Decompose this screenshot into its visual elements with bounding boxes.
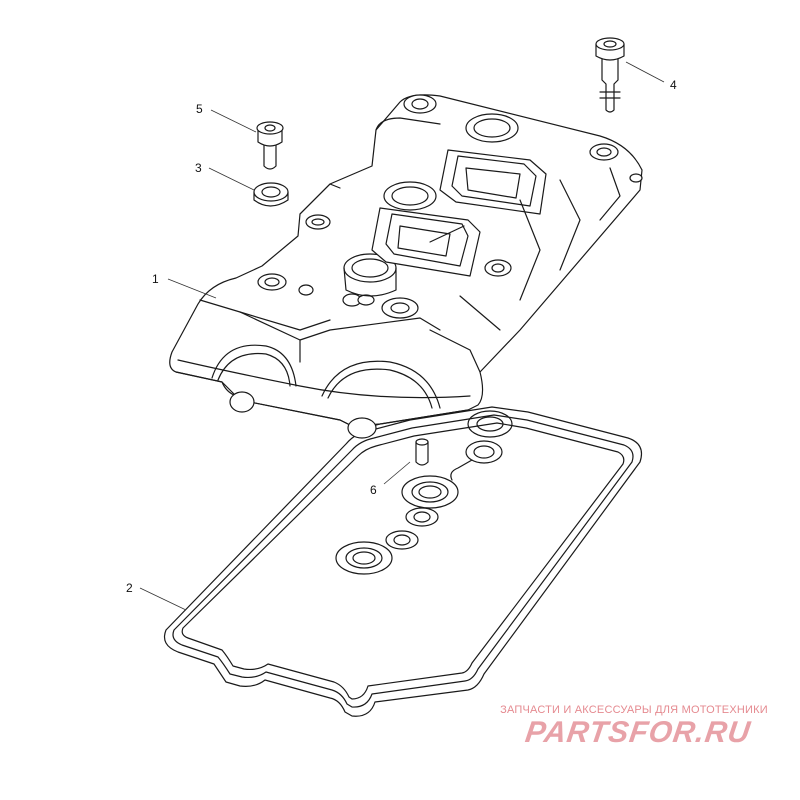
leader-4 xyxy=(625,61,665,83)
watermark-tagline: ЗАПЧАСТИ И АКСЕССУАРЫ ДЛЯ МОТОТЕХНИКИ xyxy=(500,704,768,716)
leader-1 xyxy=(167,278,217,299)
callout-1: 1 xyxy=(152,272,159,286)
callout-6: 6 xyxy=(370,483,377,497)
callout-4: 4 xyxy=(670,78,677,92)
callout-2: 2 xyxy=(126,581,133,595)
plug-hole-seals xyxy=(335,410,513,575)
bolt-grommet-part-4 xyxy=(595,37,625,113)
leader-2 xyxy=(139,587,187,611)
leader-5 xyxy=(210,109,257,133)
callout-5: 5 xyxy=(196,102,203,116)
leader-6 xyxy=(383,461,411,485)
callout-3: 3 xyxy=(195,161,202,175)
callout-labels: 1 2 3 4 5 6 xyxy=(126,78,677,595)
head-cover-part-1 xyxy=(169,94,643,439)
bolt-grommet-part-5 xyxy=(256,121,284,170)
gasket-part-2 xyxy=(163,406,643,717)
leader-3 xyxy=(208,167,255,191)
dowel-pin-part-6 xyxy=(415,438,429,466)
grommet-part-3 xyxy=(253,182,289,207)
callout-leaders xyxy=(139,61,665,611)
watermark-brand: PARTSFOR.RU xyxy=(523,716,753,749)
